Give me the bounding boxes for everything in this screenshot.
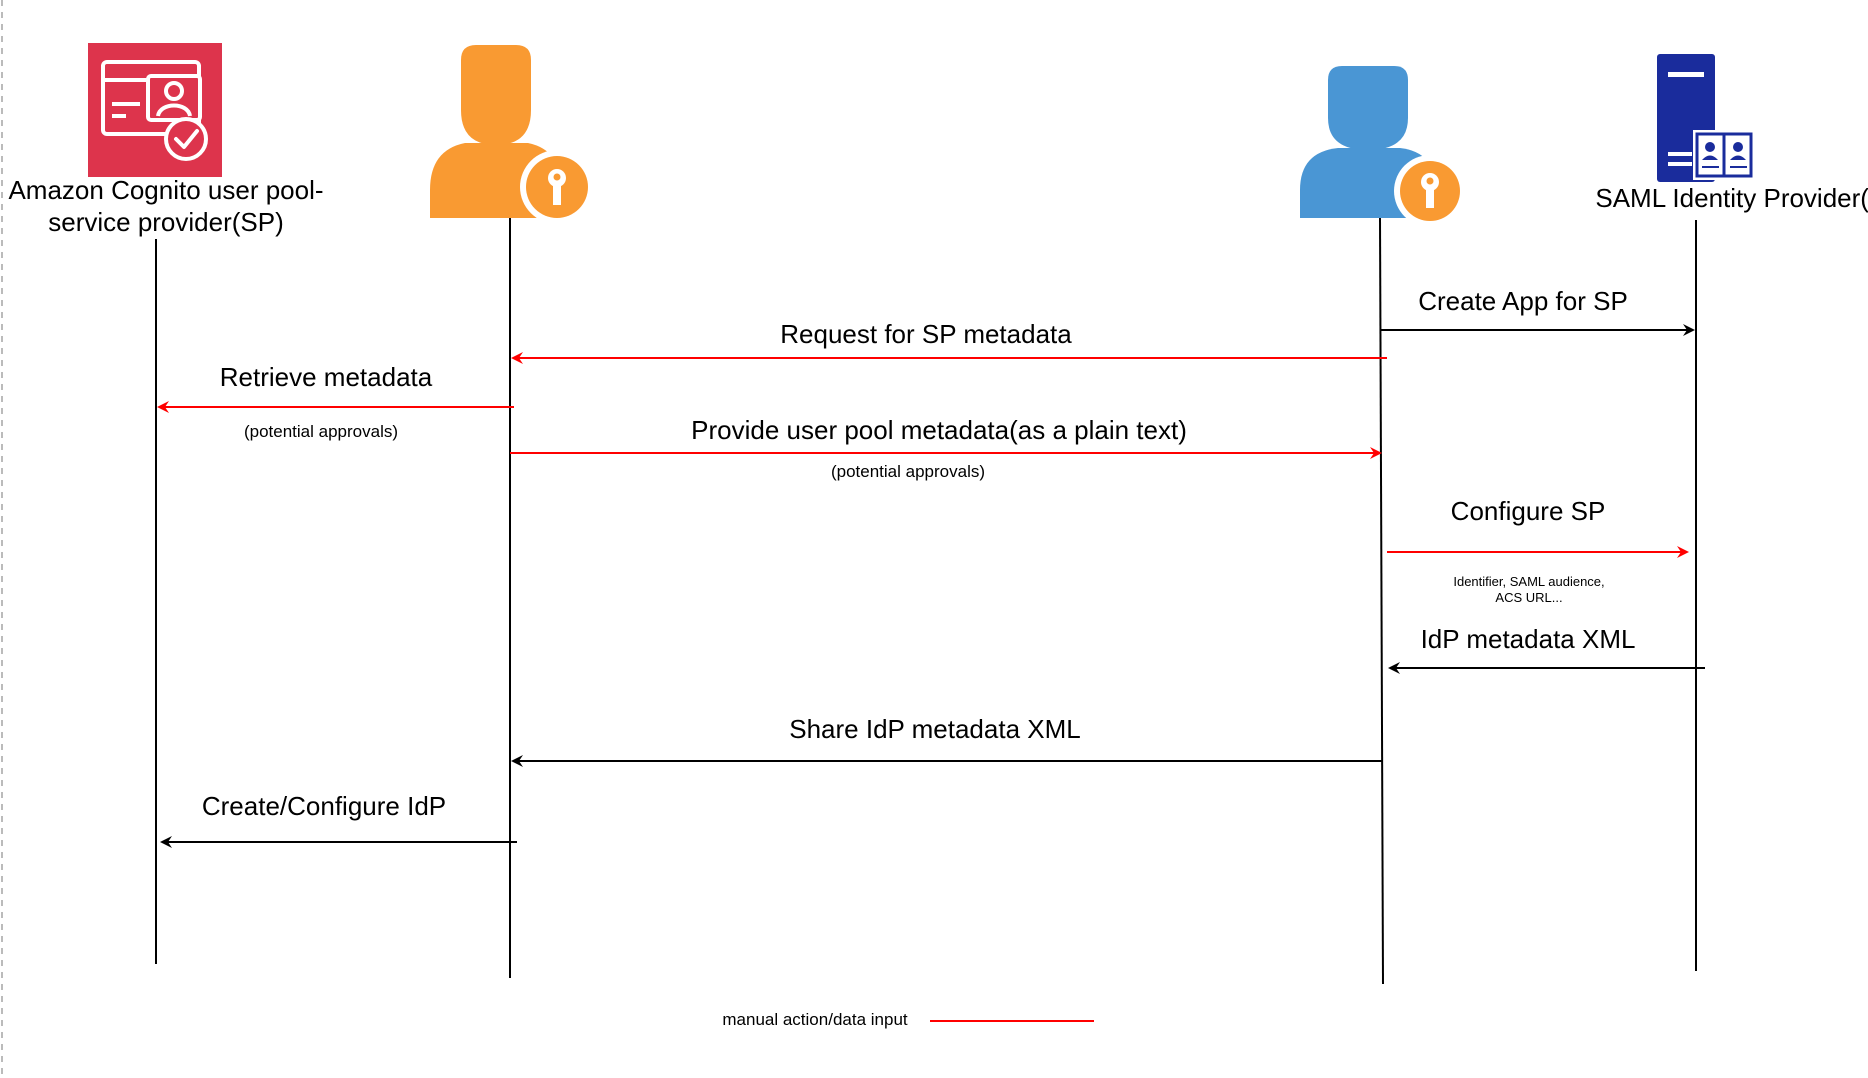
provide-metadata-note: (potential approvals) <box>831 462 985 481</box>
retrieve-metadata-label: Retrieve metadata <box>220 362 433 392</box>
configure-sp-note-line2: ACS URL... <box>1495 590 1562 605</box>
idp-admin-lifeline <box>1379 217 1384 985</box>
legend: manual action/data input <box>722 1010 1094 1029</box>
orange-user-key-icon <box>430 45 594 224</box>
blue-user-key-icon <box>1300 66 1466 227</box>
sp-label-line1: Amazon Cognito user pool- <box>8 175 323 205</box>
request-sp-metadata-label: Request for SP metadata <box>780 319 1072 349</box>
saml-server-directory-icon <box>1657 54 1755 182</box>
configure-sp-label: Configure SP <box>1451 496 1606 526</box>
create-configure-idp-label: Create/Configure IdP <box>202 791 446 821</box>
idp-metadata-label: IdP metadata XML <box>1421 624 1636 654</box>
cognito-user-pool-icon <box>88 43 222 177</box>
retrieve-metadata-note: (potential approvals) <box>244 422 398 441</box>
configure-sp-note-line1: Identifier, SAML audience, <box>1453 574 1604 589</box>
share-idp-metadata-label: Share IdP metadata XML <box>789 714 1080 744</box>
legend-label: manual action/data input <box>722 1010 908 1029</box>
lifelines <box>155 217 1697 985</box>
sp-label-line2: service provider(SP) <box>48 207 284 237</box>
provide-metadata-label: Provide user pool metadata(as a plain te… <box>691 415 1187 445</box>
idp-label: SAML Identity Provider(IdP) <box>1595 183 1868 213</box>
create-app-label: Create App for SP <box>1418 286 1628 316</box>
